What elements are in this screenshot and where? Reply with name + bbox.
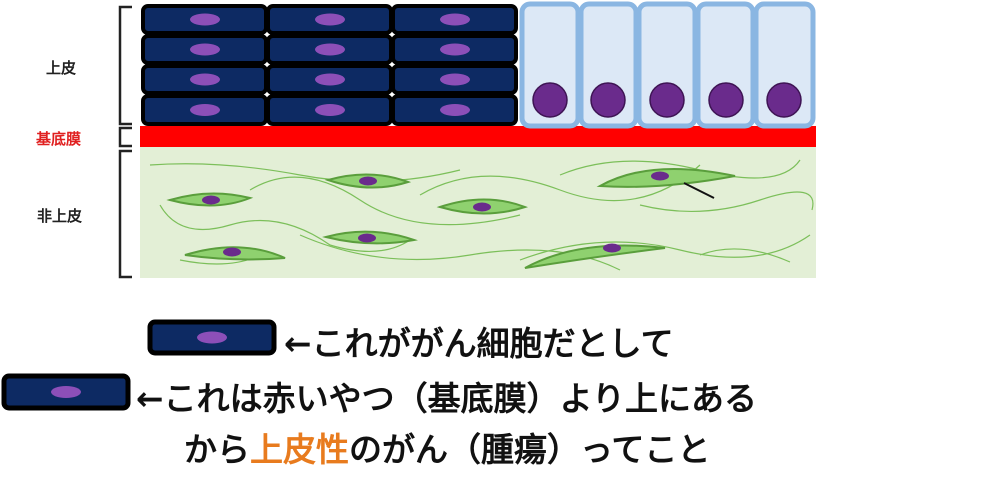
cancer-cell-nucleus bbox=[440, 13, 470, 26]
legend-line-3-post: のがん（腫瘍）ってこと bbox=[349, 430, 711, 469]
fibroblast-cell bbox=[524, 244, 666, 269]
cancer-cell-nucleus bbox=[190, 104, 220, 116]
legend-cancer-cell-nucleus-2 bbox=[51, 386, 81, 398]
label-epithelium: 上皮 bbox=[46, 59, 77, 77]
cancer-cell-nucleus bbox=[440, 43, 470, 56]
columnar-cell-nucleus bbox=[708, 82, 744, 118]
legend-line-2-text: これは赤いやつ（基底膜）より上にある bbox=[163, 379, 757, 418]
legend-samples bbox=[1, 319, 277, 411]
legend-line-3-pre: から bbox=[184, 430, 250, 469]
bracket-basement-membrane bbox=[118, 126, 132, 148]
cancer-cell-nucleus bbox=[315, 43, 345, 56]
legend-line-1-text: これががん細胞だとして bbox=[311, 324, 674, 363]
legend-line-2: ←これは赤いやつ（基底膜）より上にある bbox=[136, 372, 757, 420]
label-non-epithelium: 非上皮 bbox=[37, 207, 83, 225]
columnar-cell-nucleus bbox=[649, 82, 685, 118]
fibroblast-nucleus bbox=[358, 233, 376, 243]
cancer-cell-nucleus bbox=[315, 13, 345, 26]
left-arrow-icon: ← bbox=[136, 379, 164, 418]
fibroblast-nucleus bbox=[473, 202, 491, 212]
fibroblast-nucleus bbox=[651, 171, 669, 181]
fibroblast-nucleus bbox=[359, 176, 377, 186]
bracket-non-epithelium bbox=[118, 149, 132, 279]
legend-line-3-highlight: 上皮性 bbox=[250, 430, 349, 469]
cancer-cell-nucleus bbox=[315, 104, 345, 116]
cancer-cell-nucleus bbox=[440, 73, 470, 86]
cancer-cells bbox=[141, 4, 518, 126]
layer-brackets bbox=[118, 5, 132, 279]
cancer-cell-nucleus bbox=[440, 104, 470, 116]
legend-cancer-cell-nucleus-1 bbox=[197, 331, 227, 344]
cancer-cell-nucleus bbox=[190, 73, 220, 86]
legend-line-1: ←これががん細胞だとして bbox=[284, 317, 674, 365]
fibroblasts bbox=[166, 167, 736, 269]
cancer-cell-nucleus bbox=[315, 73, 345, 86]
columnar-cell-nucleus bbox=[532, 82, 568, 118]
pointer-line bbox=[683, 182, 715, 199]
fibroblast-nucleus bbox=[202, 195, 220, 205]
columnar-cell-nucleus bbox=[766, 82, 802, 118]
left-arrow-icon: ← bbox=[284, 324, 312, 363]
legend-line-3: から上皮性のがん（腫瘍）ってこと bbox=[184, 423, 710, 471]
normal-epithelial-cells bbox=[519, 1, 816, 129]
cancer-cell-nucleus bbox=[190, 13, 220, 26]
basement-membrane-layer bbox=[140, 126, 816, 147]
columnar-cell-nucleus bbox=[590, 82, 626, 118]
fibroblast-nucleus bbox=[223, 247, 241, 257]
cancer-cell-nucleus bbox=[190, 43, 220, 56]
bracket-epithelium bbox=[118, 5, 132, 126]
label-basement-membrane: 基底膜 bbox=[36, 130, 82, 148]
fibroblast-nucleus bbox=[603, 243, 621, 253]
